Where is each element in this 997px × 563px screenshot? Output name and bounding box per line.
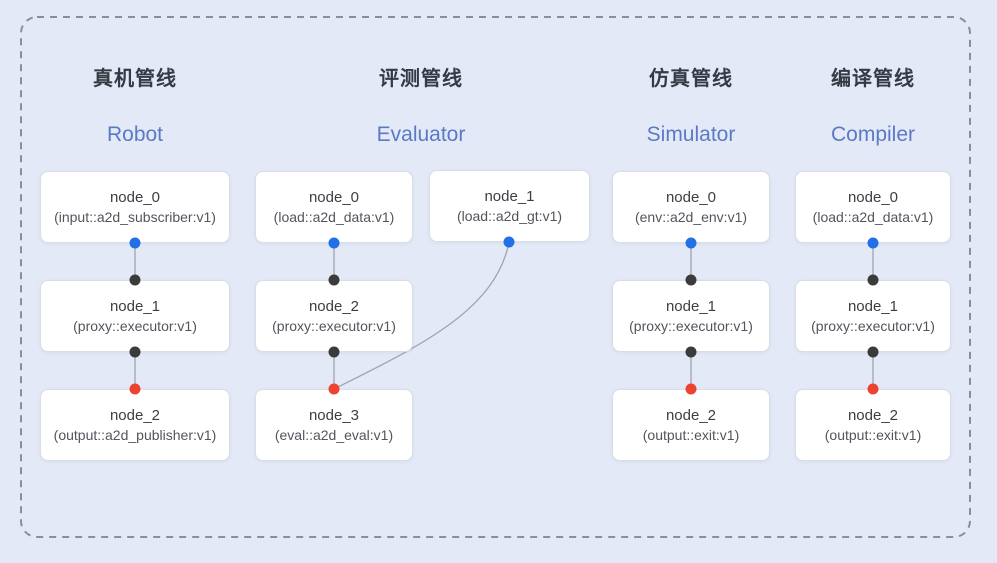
output-port-black-icon [685,346,697,358]
dashed-frame [20,16,971,538]
node-evaluator-node2: node_2 (proxy::executor:v1) [255,280,413,352]
output-port-blue-icon [129,237,141,249]
output-port-blue-icon [503,236,515,248]
input-port-black-icon [685,274,697,286]
node-type: (input::a2d_subscriber:v1) [54,209,216,225]
node-type: (output::exit:v1) [824,427,922,443]
input-port-black-icon [129,274,141,286]
pipeline-title-en-evaluator: Evaluator [376,123,466,146]
output-port-black-icon [328,346,340,358]
node-name: node_3 [308,407,360,424]
node-robot-node1: node_1 (proxy::executor:v1) [40,280,230,352]
node-evaluator-node1: node_1 (load::a2d_gt:v1) [429,170,590,242]
node-compiler-node1: node_1 (proxy::executor:v1) [795,280,951,352]
node-type: (load::a2d_data:v1) [273,209,395,225]
node-compiler-node0: node_0 (load::a2d_data:v1) [795,171,951,243]
output-port-blue-icon [685,237,697,249]
node-name: node_2 [847,407,899,424]
node-type: (load::a2d_data:v1) [812,209,934,225]
pipeline-title-zh-evaluator: 评测管线 [379,68,463,90]
node-robot-node0: node_0 (input::a2d_subscriber:v1) [40,171,230,243]
pipeline-title-en-simulator: Simulator [646,123,736,146]
node-name: node_0 [109,189,161,206]
node-simulator-node1: node_1 (proxy::executor:v1) [612,280,770,352]
input-port-black-icon [328,274,340,286]
node-type: (output::a2d_publisher:v1) [53,427,217,443]
output-port-blue-icon [328,237,340,249]
node-name: node_2 [109,407,161,424]
node-type: (proxy::executor:v1) [811,318,935,334]
node-name: node_1 [109,298,161,315]
node-evaluator-node0: node_0 (load::a2d_data:v1) [255,171,413,243]
input-port-red-icon [328,383,340,395]
pipeline-title-zh-robot: 真机管线 [93,68,177,90]
input-port-red-icon [685,383,697,395]
node-simulator-node2: node_2 (output::exit:v1) [612,389,770,461]
node-type: (env::a2d_env:v1) [634,209,748,225]
node-type: (proxy::executor:v1) [272,318,396,334]
node-name: node_1 [484,188,535,205]
node-name: node_0 [665,189,717,206]
node-name: node_0 [847,189,899,206]
pipeline-title-zh-simulator: 仿真管线 [649,68,733,90]
output-port-black-icon [867,346,879,358]
node-name: node_2 [665,407,717,424]
pipeline-title-en-compiler: Compiler [830,123,916,146]
output-port-black-icon [129,346,141,358]
edge-evaluator-n1-n3 [333,241,510,390]
node-simulator-node0: node_0 (env::a2d_env:v1) [612,171,770,243]
node-type: (output::exit:v1) [642,427,740,443]
output-port-blue-icon [867,237,879,249]
input-port-red-icon [867,383,879,395]
node-robot-node2: node_2 (output::a2d_publisher:v1) [40,389,230,461]
node-evaluator-node3: node_3 (eval::a2d_eval:v1) [255,389,413,461]
node-name: node_1 [665,298,717,315]
node-name: node_0 [308,189,360,206]
node-type: (load::a2d_gt:v1) [456,208,563,224]
pipeline-title-en-robot: Robot [106,123,164,146]
node-type: (eval::a2d_eval:v1) [274,427,394,443]
input-port-red-icon [129,383,141,395]
node-name: node_2 [308,298,360,315]
node-name: node_1 [847,298,899,315]
node-compiler-node2: node_2 (output::exit:v1) [795,389,951,461]
node-type: (proxy::executor:v1) [73,318,197,334]
input-port-black-icon [867,274,879,286]
node-type: (proxy::executor:v1) [629,318,753,334]
pipeline-title-zh-compiler: 编译管线 [831,68,915,90]
